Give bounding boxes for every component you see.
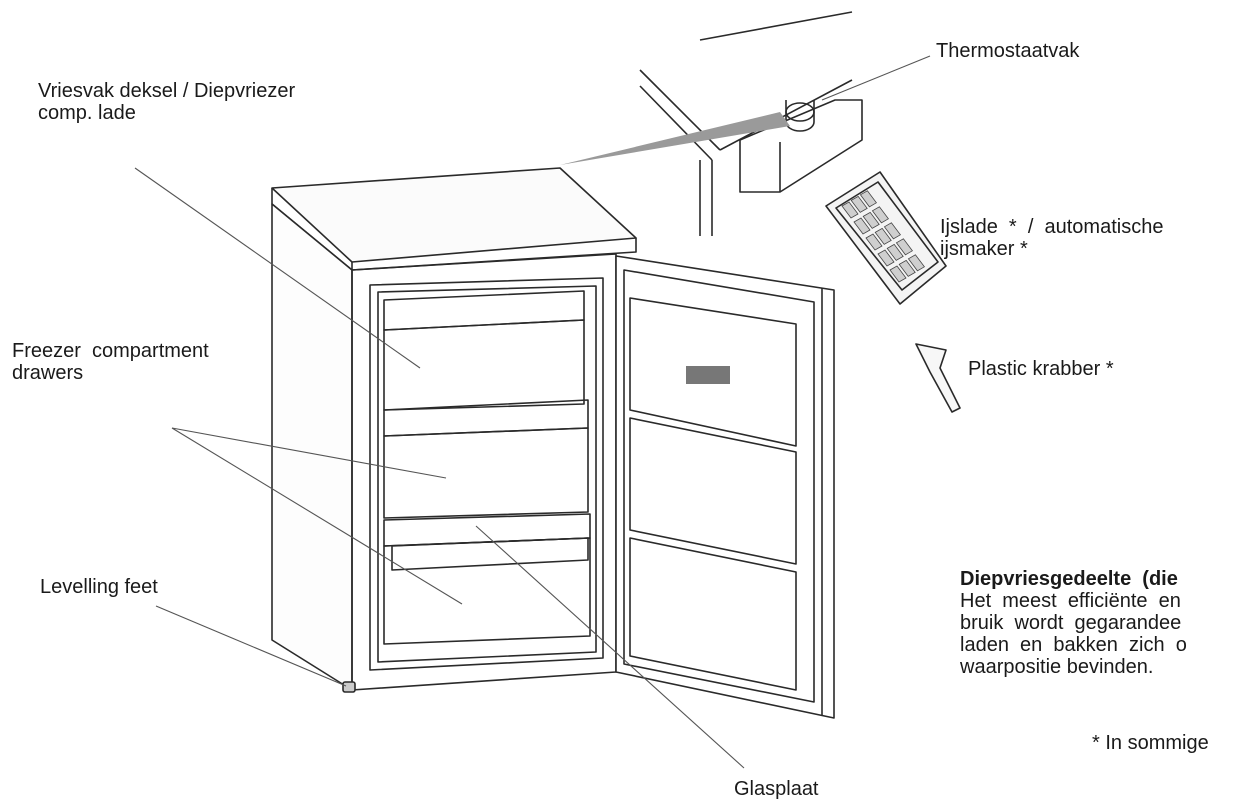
ice-cell (850, 195, 868, 213)
freezer-note-heading: Diepvriesgedeelte (die (960, 568, 1178, 590)
label-lid-line2: comp. lade (38, 102, 136, 124)
ice-cell (895, 238, 913, 256)
label-thermostat: Thermostaatvak (936, 40, 1080, 62)
label-scraper: Plastic krabber * (968, 358, 1114, 380)
label-drawers-line1: Freezer compartment (12, 340, 209, 362)
label-lid-line1: Vriesvak deksel / Diepvriezer (38, 80, 296, 102)
ice-cell (877, 249, 895, 267)
leader-feet (155, 605, 347, 687)
label-drawers: Freezer compartment drawers (12, 340, 209, 384)
freezer-door (615, 255, 835, 719)
ice-cell (907, 254, 925, 272)
ice-cell (859, 190, 877, 208)
freezer-note-line3: laden en bakken zich o (960, 634, 1187, 656)
plastic-scraper (915, 343, 961, 413)
thermostat-callout-beam (560, 112, 790, 165)
label-ice-tray-line2: ijsmaker * (940, 238, 1028, 260)
ice-cell (865, 233, 883, 251)
leader-drawers-a (171, 427, 447, 479)
cabinet-top (271, 167, 637, 263)
label-lid: Vriesvak deksel / Diepvriezer comp. lade (38, 80, 295, 124)
ice-cell (841, 201, 859, 219)
leader-drawers-b (171, 427, 463, 605)
freezer-note-line4: waarpositie bevinden. (960, 656, 1154, 678)
cabinet-inner (369, 277, 604, 671)
leader-glass (475, 525, 745, 769)
freezer-note-line1: Het meest efficiënte en (960, 590, 1181, 612)
freezer-drawer-1 (383, 290, 585, 411)
ice-cell (862, 211, 880, 229)
freezer-drawer-3 (383, 513, 591, 645)
label-ice-tray: Ijslade * / automatische ijsmaker * (940, 216, 1163, 260)
ice-cell (853, 217, 871, 235)
leader-lid (134, 167, 421, 369)
footnote: * In sommige (1092, 732, 1209, 754)
leader-thermostat (821, 55, 931, 101)
ice-cell (883, 222, 901, 240)
ice-cell (886, 243, 904, 261)
ice-cell (898, 259, 916, 277)
freezer-note-line2: bruik wordt gegarandee (960, 612, 1182, 634)
cabinet-side (271, 203, 353, 691)
ice-cell (874, 227, 892, 245)
cabinet-front-frame (351, 253, 617, 691)
ice-cell (871, 206, 889, 224)
label-drawers-line2: drawers (12, 362, 84, 384)
freezer-note: Diepvriesgedeelte (die Het meest efficië… (960, 568, 1240, 678)
freezer-drawer-2 (383, 399, 589, 519)
label-feet: Levelling feet (40, 576, 158, 598)
levelling-foot (342, 681, 356, 693)
label-glass: Glasplaat (734, 778, 819, 800)
label-ice-tray-line1: Ijslade * / automatische (940, 216, 1164, 238)
ice-cell (889, 265, 907, 283)
